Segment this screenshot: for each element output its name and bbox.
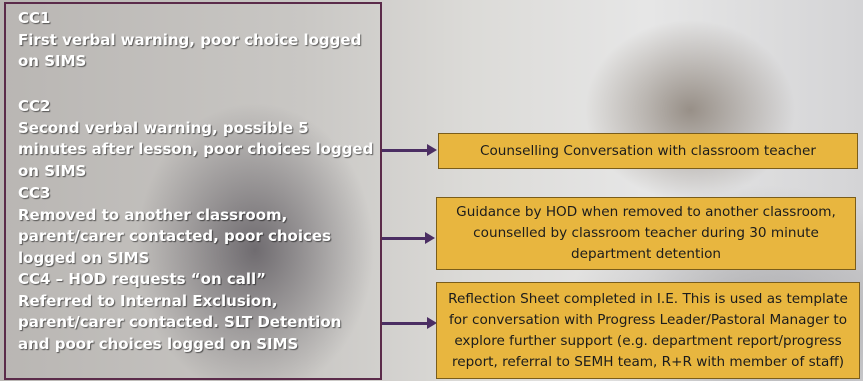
stage-description: Second verbal warning, possible 5 minute… [18, 118, 374, 180]
outcome-box-cc4: Reflection Sheet completed in I.E. This … [436, 282, 860, 379]
stage-title: CC3 [18, 184, 51, 202]
arrow-cc3-to-outcome [382, 232, 435, 244]
stage-cc3: CC3 Removed to another classroom, parent… [18, 183, 378, 269]
stage-description: Referred to Internal Exclusion, parent/c… [18, 291, 342, 353]
outcome-box-cc3: Guidance by HOD when removed to another … [436, 197, 856, 270]
stage-description: Removed to another classroom, parent/car… [18, 205, 332, 267]
outcome-text: Reflection Sheet completed in I.E. This … [448, 290, 848, 370]
arrow-cc4-to-outcome [382, 317, 437, 329]
stage-title: CC1 [18, 9, 51, 27]
outcome-text: Guidance by HOD when removed to another … [456, 204, 836, 262]
arrow-cc2-to-outcome [382, 144, 437, 156]
outcome-box-cc2: Counselling Conversation with classroom … [438, 133, 858, 169]
stage-cc2: CC2 Second verbal warning, possible 5 mi… [18, 96, 378, 182]
stages-panel: CC1 First verbal warning, poor choice lo… [4, 2, 382, 380]
stage-cc4: CC4 – HOD requests “on call” Referred to… [18, 269, 378, 355]
stage-description: First verbal warning, poor choice logged… [18, 30, 362, 71]
stage-title: CC4 – HOD requests “on call” [18, 270, 267, 288]
outcome-text: Counselling Conversation with classroom … [479, 142, 817, 159]
stage-title: CC2 [18, 97, 51, 115]
stage-cc1: CC1 First verbal warning, poor choice lo… [18, 8, 378, 73]
